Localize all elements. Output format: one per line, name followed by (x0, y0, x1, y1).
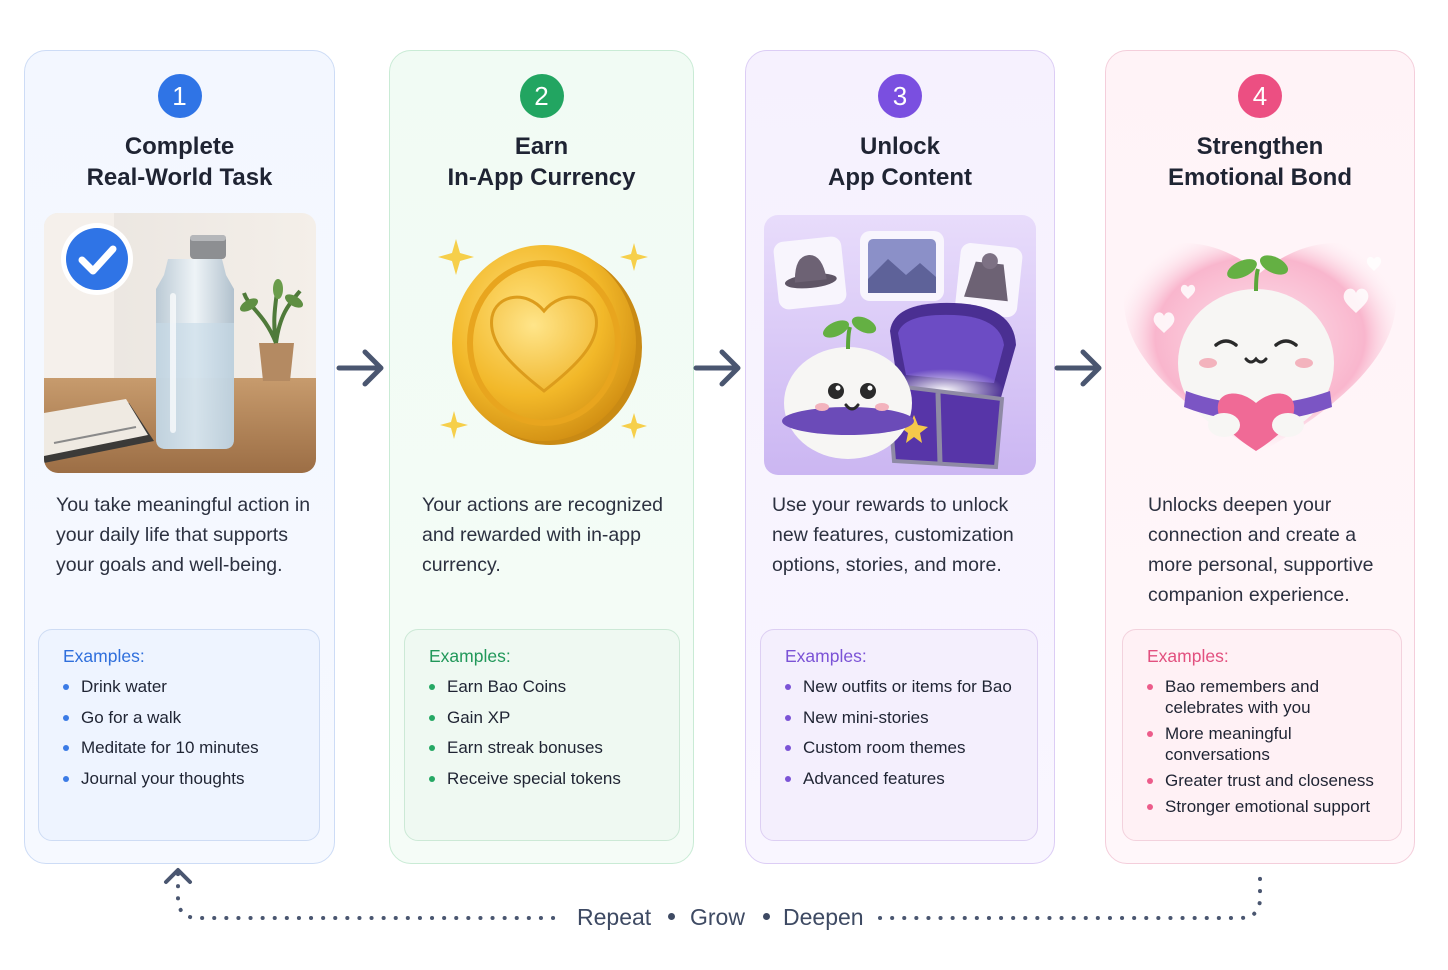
step-card-1: 1 Complete Real-World Task (24, 50, 335, 864)
examples-heading: Examples: (63, 646, 145, 666)
separator-dot (668, 913, 675, 920)
step-title-line1: Strengthen (1196, 133, 1324, 160)
step-title-line2: App Content (828, 164, 972, 191)
checkmark-badge-icon (61, 223, 133, 295)
feedback-loop-path (164, 868, 1262, 920)
example-item: More meaningful conversations (1147, 723, 1387, 765)
arrow-right-icon (1054, 349, 1102, 387)
examples-list: Earn Bao Coins Gain XP Earn streak bonus… (429, 676, 665, 789)
step-card-4: 4 Strengthen Emotional Bond (1105, 50, 1415, 864)
example-item: Custom room themes (785, 737, 1023, 758)
examples-box: Examples: Earn Bao Coins Gain XP Earn st… (404, 629, 680, 841)
arrow-right-icon (336, 349, 384, 387)
example-item: Drink water (63, 676, 305, 697)
step-description: Use your rewards to unlock new features,… (772, 494, 1014, 576)
example-item: Go for a walk (63, 707, 305, 728)
loop-label-repeat: Repeat (577, 904, 652, 930)
example-item: Gain XP (429, 707, 665, 728)
example-item: Earn Bao Coins (429, 676, 665, 697)
examples-heading: Examples: (1147, 646, 1229, 666)
step-title-line1: Complete (124, 133, 235, 160)
loop-label-grow: Grow (690, 904, 745, 930)
step-number-badge: 3 (878, 74, 922, 118)
step-title-line2: Emotional Bond (1168, 164, 1352, 191)
water-bottle-illustration (44, 213, 316, 473)
step-title: Strengthen Emotional Bond (1106, 131, 1414, 193)
step-description: Your actions are recognized and rewarded… (422, 494, 664, 576)
loop-label-deepen: Deepen (783, 904, 864, 930)
step-card-2: 2 Earn In-App Currency (389, 50, 694, 864)
examples-list: Bao remembers and celebrates with you Mo… (1147, 676, 1387, 817)
step-title-line1: Unlock (859, 133, 940, 160)
examples-box: Examples: Bao remembers and celebrates w… (1122, 629, 1402, 841)
example-item: Journal your thoughts (63, 768, 305, 789)
example-item: Meditate for 10 minutes (63, 737, 305, 758)
example-item: Receive special tokens (429, 768, 665, 789)
heart-coin-icon (416, 213, 668, 473)
step-title: Complete Real-World Task (25, 131, 334, 193)
examples-list: New outfits or items for Bao New mini-st… (785, 676, 1023, 789)
step-number-badge: 4 (1238, 74, 1282, 118)
step-card-3: 3 Unlock App Content (745, 50, 1055, 864)
example-item: New outfits or items for Bao (785, 676, 1023, 697)
example-item: Earn streak bonuses (429, 737, 665, 758)
example-item: Greater trust and closeness (1147, 770, 1387, 791)
step-title-line2: Real-World Task (86, 164, 273, 191)
step-title-line1: Earn (514, 133, 569, 160)
step-title: Unlock App Content (746, 131, 1054, 193)
examples-box: Examples: New outfits or items for Bao N… (760, 629, 1038, 841)
examples-list: Drink water Go for a walk Meditate for 1… (63, 676, 305, 789)
example-item: Bao remembers and celebrates with you (1147, 676, 1387, 718)
step-number-badge: 1 (157, 74, 202, 118)
treasure-chest-icon (764, 215, 1036, 475)
examples-box: Examples: Drink water Go for a walk Medi… (38, 629, 320, 841)
separator-dot (763, 913, 770, 920)
step-title: Earn In-App Currency (390, 131, 693, 193)
example-item: New mini-stories (785, 707, 1023, 728)
examples-heading: Examples: (429, 646, 511, 666)
arrow-right-icon (693, 349, 741, 387)
step-description: You take meaningful action in your daily… (56, 494, 311, 576)
step-description: Unlocks deepen your connection and creat… (1148, 494, 1374, 606)
step-number-badge: 2 (519, 74, 564, 118)
arrow-up-icon (164, 868, 192, 884)
example-item: Advanced features (785, 768, 1023, 789)
heart-hug-icon (1116, 213, 1404, 473)
examples-heading: Examples: (785, 646, 867, 666)
example-item: Stronger emotional support (1147, 796, 1387, 817)
step-title-line2: In-App Currency (447, 164, 636, 191)
